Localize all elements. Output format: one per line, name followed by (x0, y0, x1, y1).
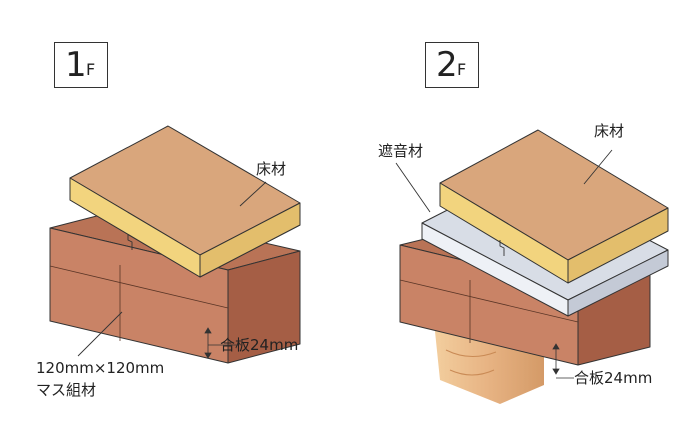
floor1-beam-leader (77, 311, 123, 357)
floor1-plywood-label: 合板24mm (220, 336, 299, 354)
floor2-badge-number: 2 (436, 45, 458, 85)
floor1-badge-suffix: F (86, 60, 96, 79)
floor2-sound-insulation-leader (395, 162, 431, 213)
floor1-badge-number: 1 (65, 45, 87, 85)
floor1-beam-type-label: マス組材 (36, 381, 97, 399)
floor2-assembly (395, 129, 669, 404)
floor1-flooring-leader (239, 181, 267, 207)
floor1-flooring-board (69, 125, 301, 278)
floor1-plywood-dimension (204, 327, 238, 359)
floor1-flooring-label: 床材 (256, 160, 287, 178)
floor1-badge: 1 F (54, 42, 108, 88)
floor2-plywood-label: 合板24mm (574, 369, 653, 387)
floor2-plywood-dimension (552, 343, 574, 379)
floor2-flooring-label: 床材 (594, 122, 625, 140)
floor2-flooring-leader (583, 149, 613, 185)
floor2-flooring-board (439, 129, 669, 284)
floor2-badge: 2 F (425, 42, 479, 88)
floor2-badge-suffix: F (457, 60, 467, 79)
floor2-sound-insulation-label: 遮音材 (378, 142, 424, 160)
floor1-assembly (49, 125, 301, 364)
floor1-beam-size-label: 120mm×120mm (36, 359, 165, 377)
